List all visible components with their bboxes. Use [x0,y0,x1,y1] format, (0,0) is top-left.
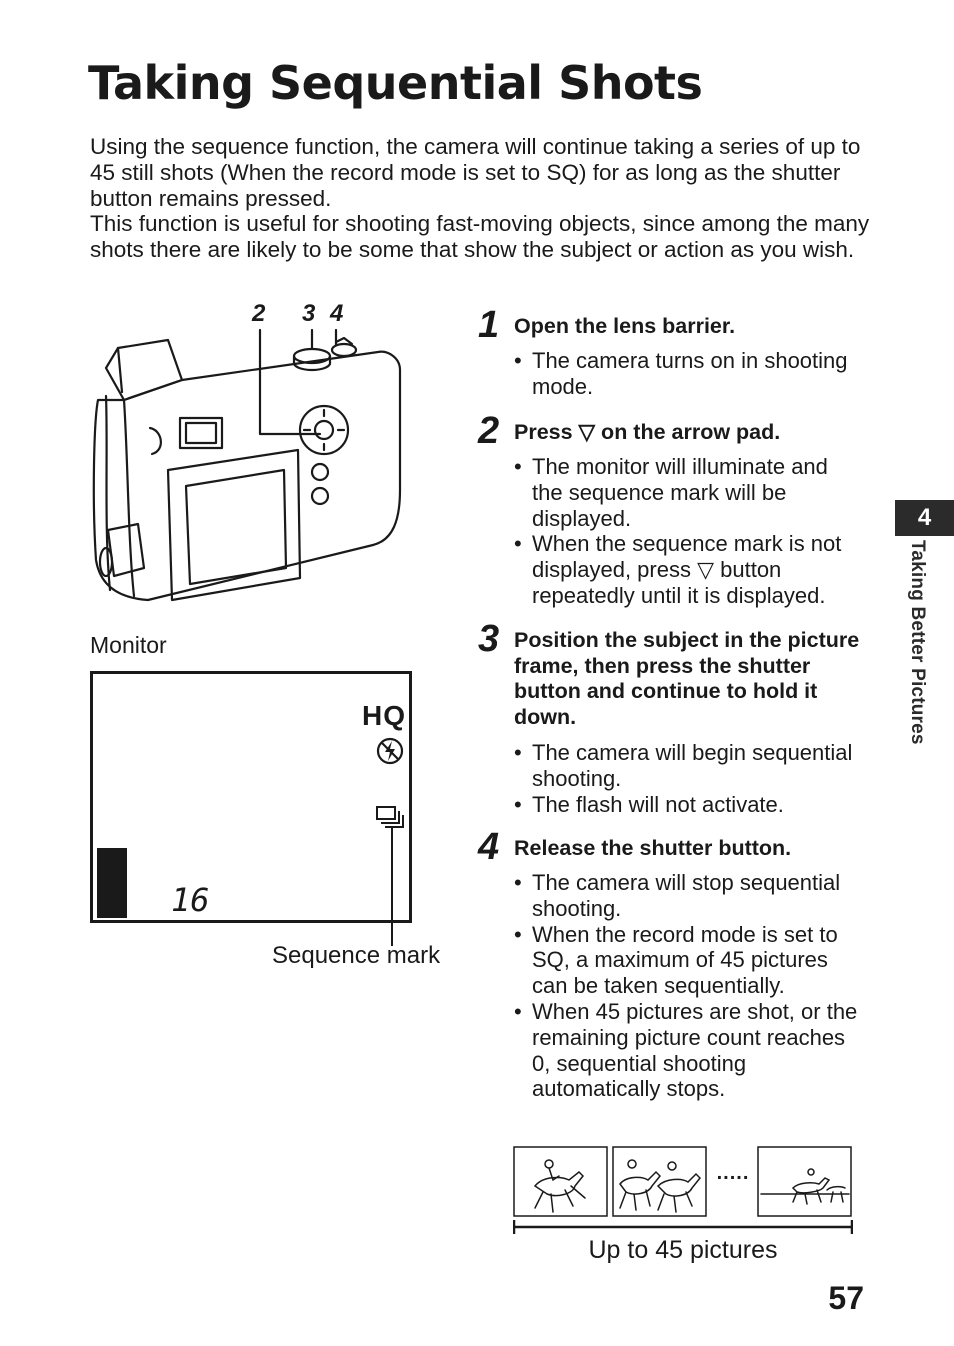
intro-paragraph-2: This function is useful for shooting fas… [90,211,870,263]
flash-off-icon [376,737,404,765]
range-bracket [513,1220,853,1234]
step-3-bullets: The camera will begin sequential shootin… [514,740,864,817]
camera-illustration: 2 3 4 [88,300,418,610]
sequence-mark-label: Sequence mark [272,942,441,969]
callout-2: 2 [252,300,266,327]
horse-photo-3 [757,1146,852,1217]
step-1-bullets: The camera turns on in shooting mode. [514,348,864,400]
page-number: 57 [828,1280,864,1316]
sequence-mark-leader [391,828,393,946]
frame-count: 16 [171,881,210,919]
step-4-title: Release the shutter button. [514,836,792,860]
camera-drawing [92,328,402,602]
step-4-number: 4 [478,826,500,868]
ellipsis: ..... [716,1162,750,1184]
step-4-bullets: The camera will stop sequential shooting… [514,870,864,1102]
callout-3: 3 [302,300,316,327]
sequence-icon [376,806,404,828]
strip-caption: Up to 45 pictures [588,1236,778,1264]
list-item: When the record mode is set to SQ, a max… [514,922,864,999]
list-item: The flash will not activate. [514,792,864,818]
intro-text: Using the sequence function, the camera … [90,134,880,263]
list-item: The camera will begin sequential shootin… [514,740,864,792]
list-item: The camera will stop sequential shooting… [514,870,864,922]
horse-photo-2 [612,1146,707,1217]
quality-indicator: HQ [362,700,406,731]
chapter-tab: 4 [895,500,954,536]
step-1-number: 1 [478,304,500,346]
list-item: The camera turns on in shooting mode. [514,348,864,400]
page-title: Taking Sequential Shots [88,56,703,110]
intro-paragraph-1: Using the sequence function, the camera … [90,134,861,211]
battery-bar [97,848,127,918]
step-3-title: Position the subject in the picture fram… [514,628,860,729]
chapter-title: Taking Better Pictures [907,540,928,745]
step-2-number: 2 [478,410,500,452]
step-2-title: Press ▽ on the arrow pad. [514,420,781,444]
step-2-bullets: The monitor will illuminate and the sequ… [514,454,864,609]
step-1-title: Open the lens barrier. [514,314,736,338]
callout-4: 4 [330,300,344,327]
monitor-display: HQ 16 [90,671,412,923]
step-3-number: 3 [478,618,500,660]
list-item: The monitor will illuminate and the sequ… [514,454,864,531]
list-item: When the sequence mark is not displayed,… [514,531,864,608]
monitor-label: Monitor [90,632,167,658]
sequence-strip: ..... [513,1146,853,1236]
horse-photo-1 [513,1146,608,1217]
list-item: When 45 pictures are shot, or the remain… [514,999,864,1102]
